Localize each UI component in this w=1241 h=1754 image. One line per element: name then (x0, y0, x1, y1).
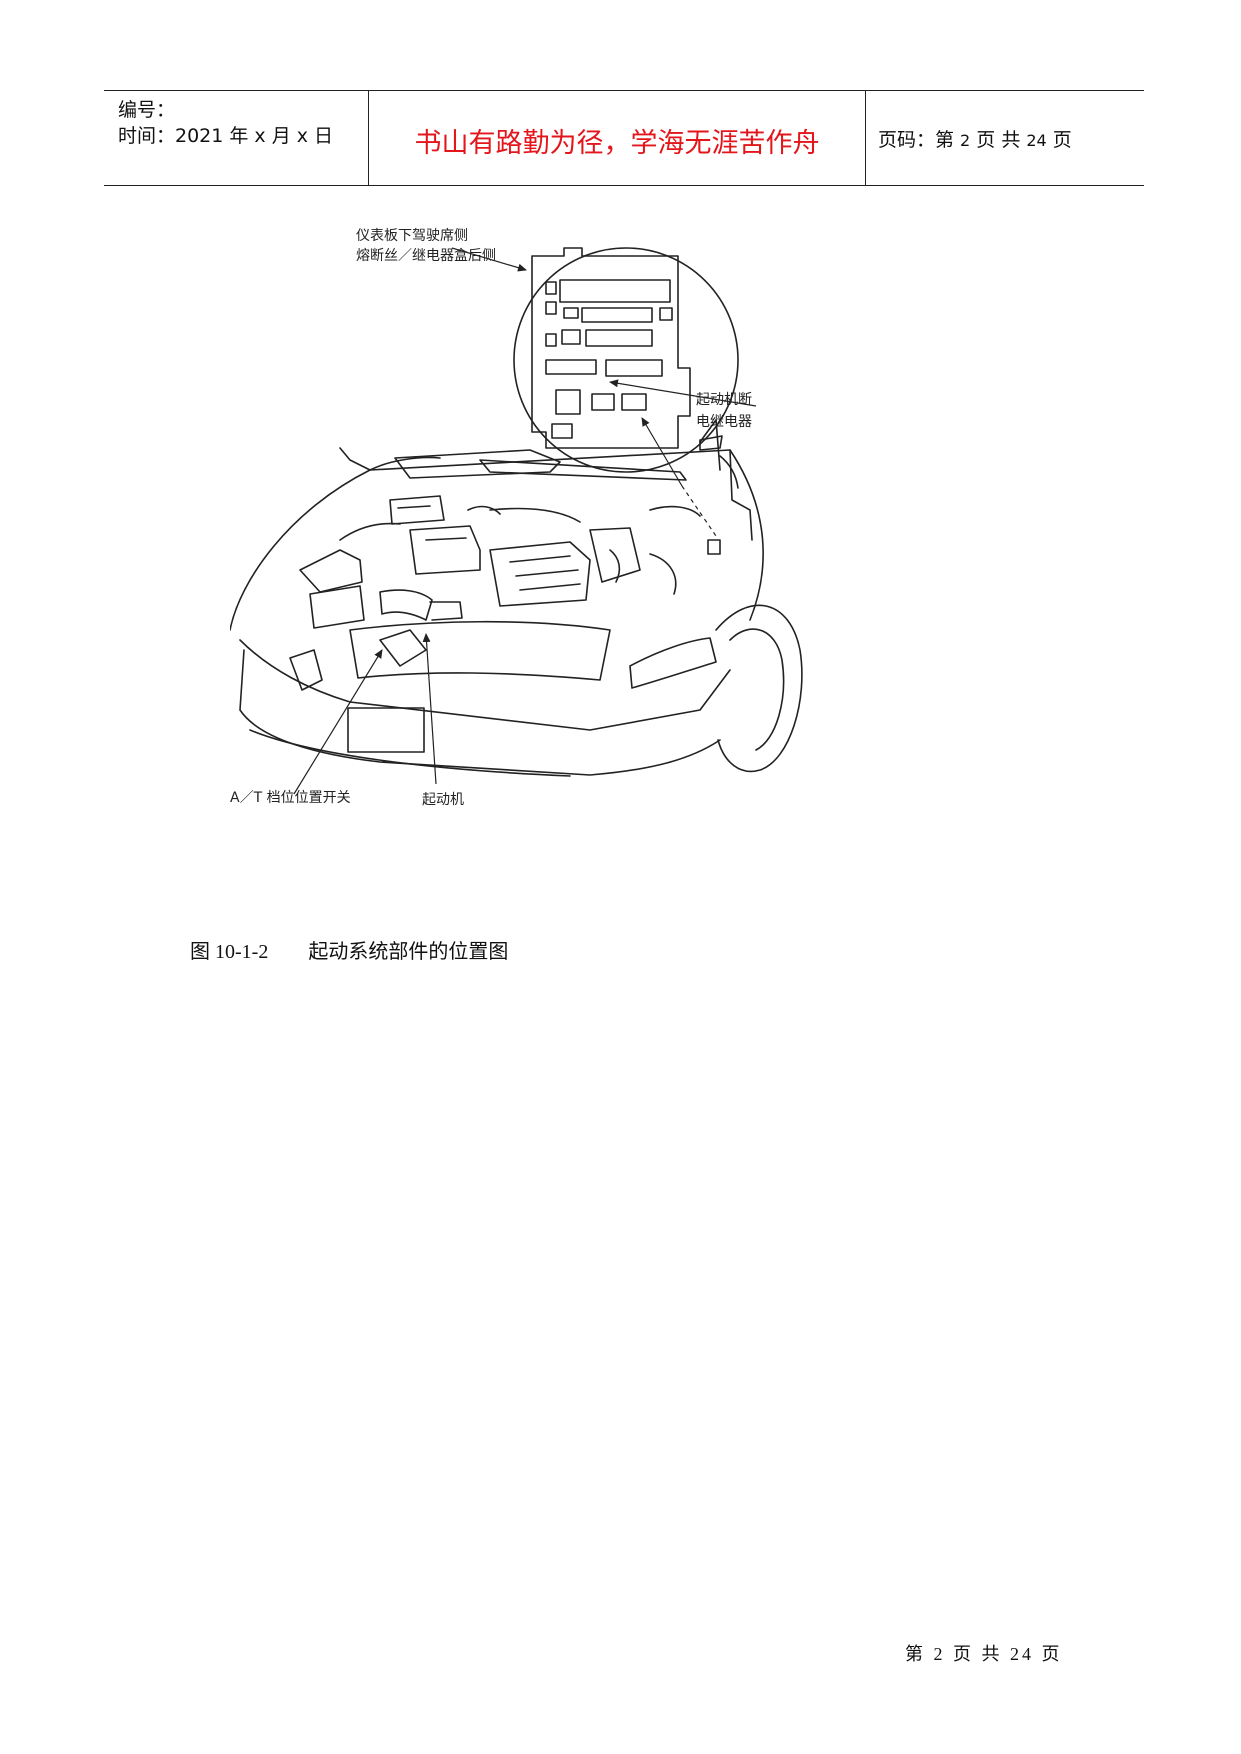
page-suffix: 页 (1046, 129, 1072, 151)
caption-title: 起动系统部件的位置图 (308, 941, 509, 963)
fuse-box-label-line1: 仪表板下驾驶席侧 (356, 228, 468, 244)
fuse-box-label-line2: 熔断丝／继电器盒后侧 (356, 247, 496, 264)
page-footer: 第 2 页 共 24 页 (905, 1644, 1063, 1664)
at-switch-label: A／T 档位位置开关 (230, 790, 351, 806)
fuse-box-callout (513, 247, 739, 473)
header-info-cell: 编号： 时间：2021 年 x 月 x 日 (104, 91, 368, 185)
fuse-box-leader (451, 247, 527, 272)
figure-caption: 图 10-1-2 起动系统部件的位置图 (190, 935, 508, 964)
caption-number: 图 10-1-2 (190, 941, 269, 963)
starter-system-figure: 仪表板下驾驶席侧 熔断丝／继电器盒后侧 起动机断 电继电器 A／T 档位位置开关… (230, 210, 860, 910)
starter-leader (422, 633, 437, 785)
callout-arrow (641, 417, 683, 487)
page-header: 编号： 时间：2021 年 x 月 x 日 书山有路勤为径，学海无涯苦作舟 页码… (104, 90, 1144, 186)
front-wheel (715, 604, 803, 773)
page-code: 页码：第 2 页 共 24 页 (878, 125, 1072, 152)
page-mid: 页 共 (970, 129, 1027, 151)
callout-dashed-line (681, 485, 717, 537)
page-prefix: 页码：第 (878, 129, 961, 151)
relay-leader (609, 379, 757, 407)
time-label: 时间：2021 年 x 月 x 日 (118, 125, 334, 147)
motto-text: 书山有路勤为径，学海无涯苦作舟 (414, 128, 820, 159)
page-current: 2 (960, 131, 971, 150)
engine-parts (299, 495, 721, 667)
relay-label-line1: 起动机断 (696, 392, 752, 408)
header-motto-cell: 书山有路勤为径，学海无涯苦作舟 (368, 91, 866, 185)
starter-label: 起动机 (422, 792, 464, 808)
header-page-cell: 页码：第 2 页 共 24 页 (866, 91, 1144, 185)
hood-and-wipers (339, 419, 721, 481)
relay-label-line2: 电继电器 (696, 414, 752, 430)
car-engine-illustration: 仪表板下驾驶席侧 熔断丝／继电器盒后侧 起动机断 电继电器 A／T 档位位置开关… (230, 228, 803, 808)
at-switch-leader (293, 649, 383, 795)
serial-label: 编号： (118, 99, 176, 121)
page-total: 24 (1026, 131, 1047, 150)
